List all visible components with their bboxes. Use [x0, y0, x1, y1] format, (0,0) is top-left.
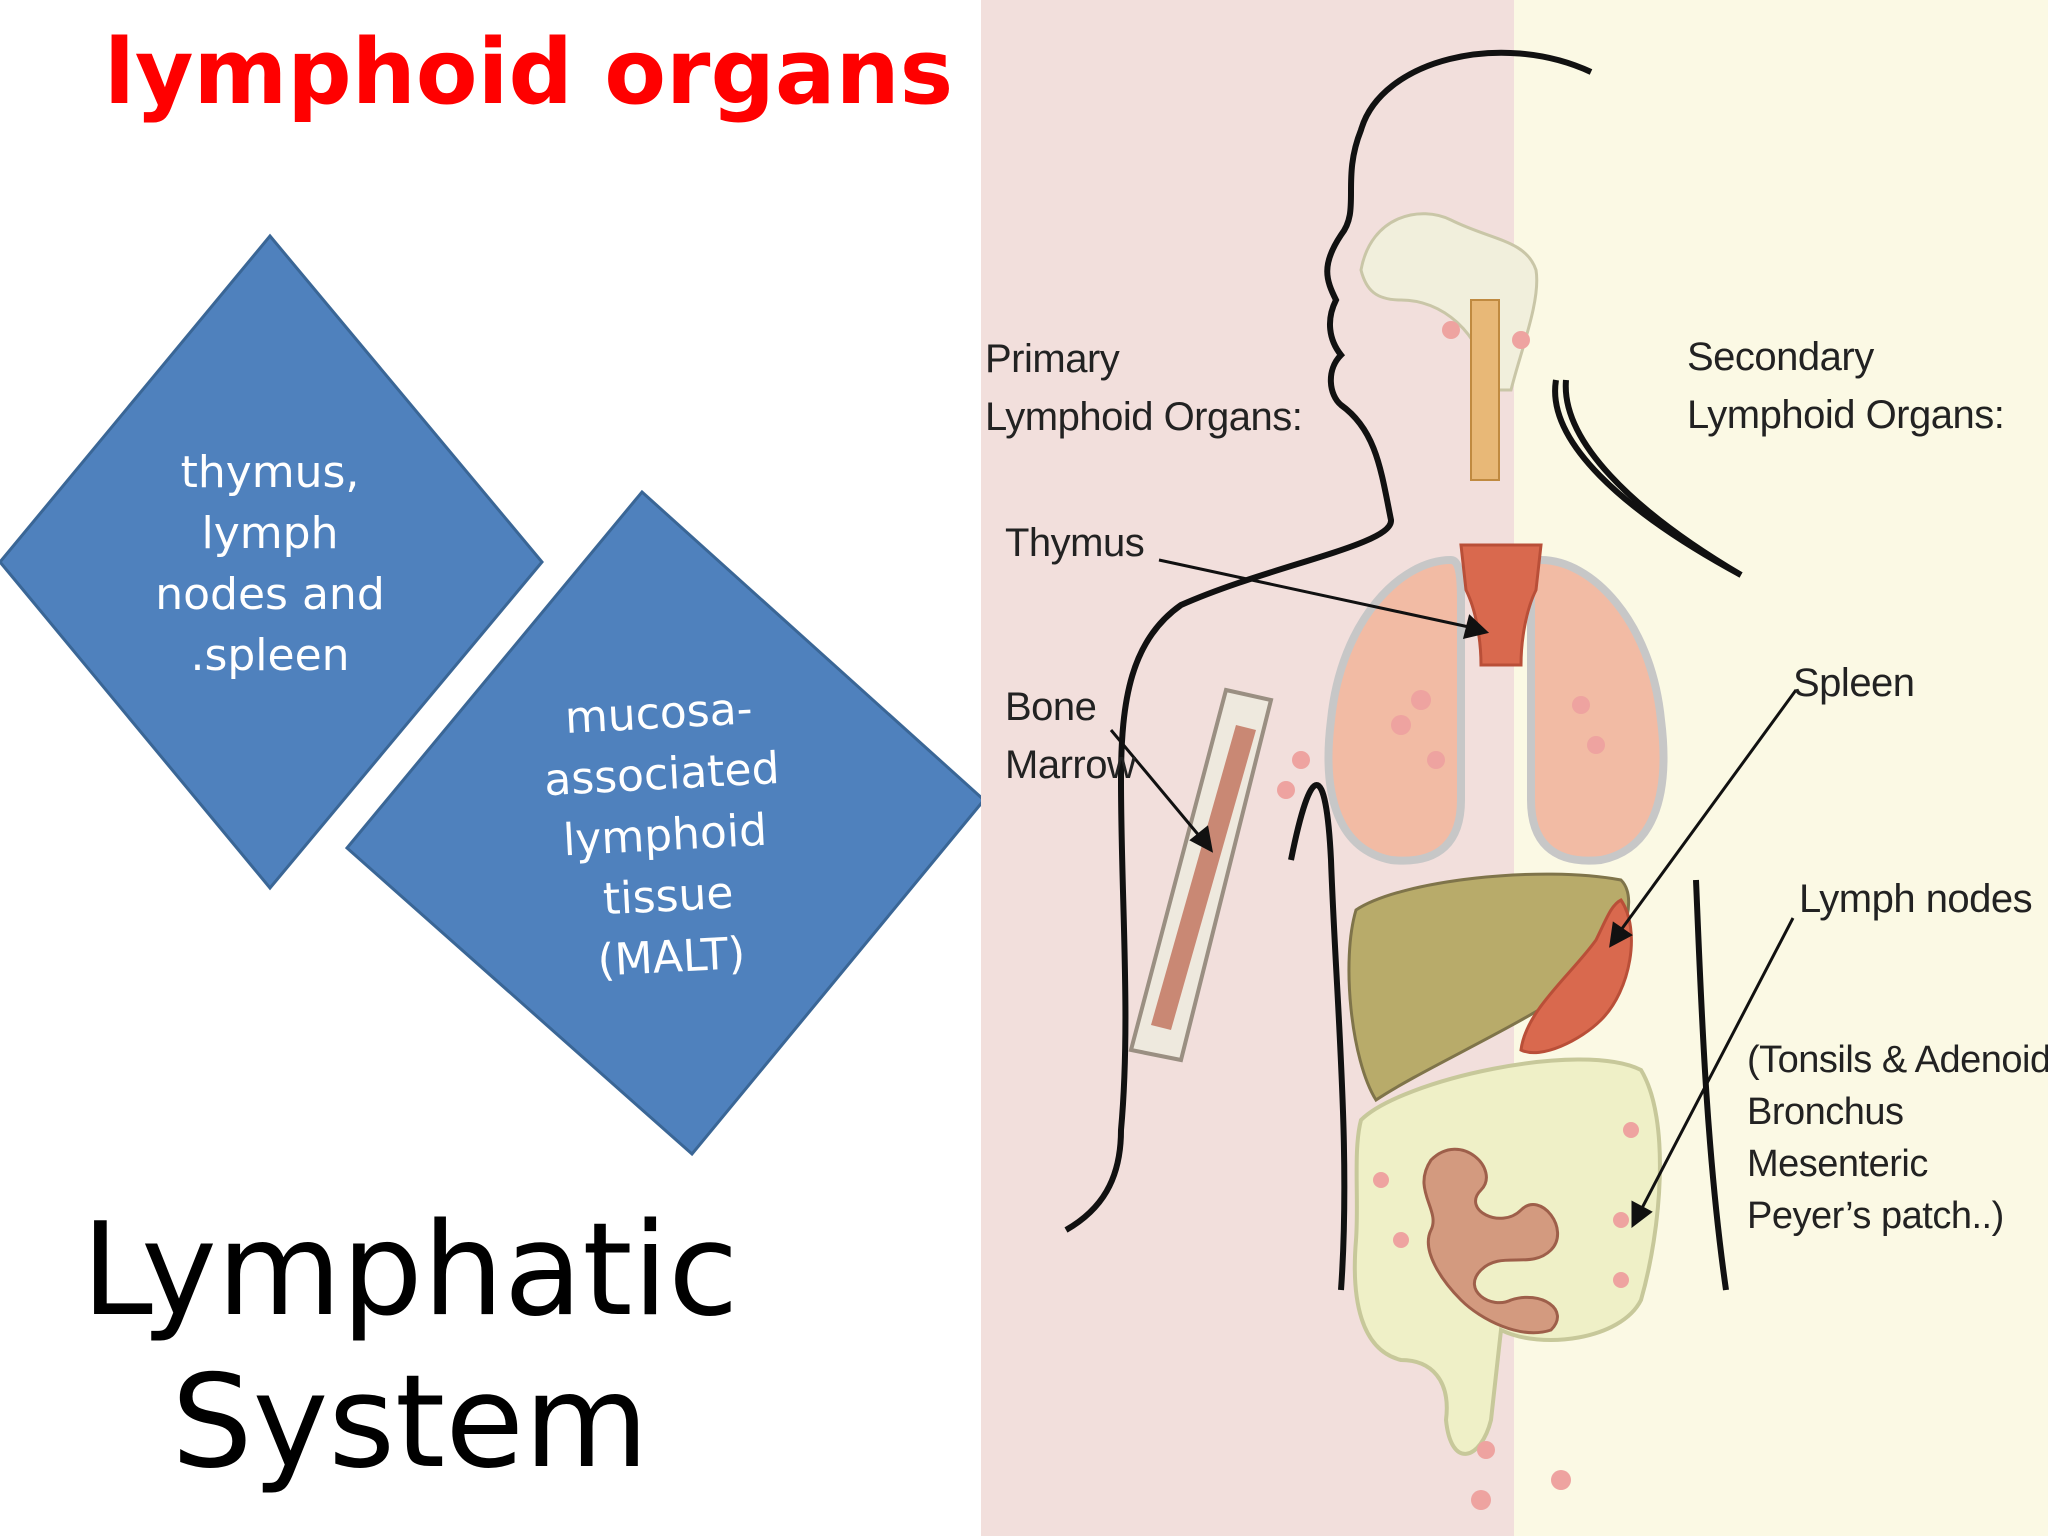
primary-label-line: Lymphoid Organs: — [985, 395, 1303, 439]
malt-list: (Tonsils & Adenoids Bronchus Mesenteric … — [1747, 1034, 2048, 1242]
body-outline — [1064, 49, 1593, 1233]
malt-list-item: (Tonsils & Adenoids — [1747, 1039, 2048, 1081]
right-shoulder-outline — [1552, 379, 1743, 578]
small-intestine — [1422, 1147, 1559, 1335]
malt-list-item: Mesenteric — [1747, 1143, 1928, 1185]
spleen-organ — [1519, 898, 1633, 1055]
diamond-1-line: .spleen — [190, 630, 350, 681]
diamond-shape-1 — [0, 233, 544, 891]
diamond-1-line: thymus, — [180, 447, 360, 498]
malt-list-item: Peyer’s patch..) — [1747, 1195, 2004, 1237]
diamond-shape-2 — [344, 489, 987, 1157]
torso-right-outline — [1693, 879, 1729, 1291]
body-illustration — [981, 0, 2048, 1536]
lymph-node-dots — [1277, 321, 1639, 1510]
secondary-label-line: Secondary — [1687, 335, 1874, 379]
bone-marrow-line: Bone — [1005, 685, 1097, 729]
trachea — [1470, 299, 1500, 481]
primary-label: Primary Lymphoid Organs: — [985, 330, 1303, 446]
primary-label-line: Primary — [985, 337, 1120, 381]
bone-marrow-label: Bone Marrow — [1005, 678, 1136, 794]
lymphatic-system-heading: Lymphatic System — [40, 1195, 780, 1499]
slide-title: lymphoid organs — [104, 20, 954, 125]
secondary-label: Secondary Lymphoid Organs: — [1687, 328, 2005, 444]
malt-list-item: Bronchus — [1747, 1091, 1904, 1133]
diamond-1-line: nodes and — [155, 569, 385, 620]
secondary-label-line: Lymphoid Organs: — [1687, 393, 2005, 437]
thymus-label: Thymus — [1005, 521, 1145, 565]
diamond-1-text: thymus, lymph nodes and .spleen — [140, 442, 400, 686]
left-lung — [1324, 555, 1465, 865]
arm-inner-outline — [1288, 782, 1348, 1291]
heading-line: System — [171, 1348, 649, 1497]
lymphoid-organs-figure: Primary Lymphoid Organs: Secondary Lymph… — [981, 0, 2048, 1536]
lymph-nodes-label: Lymph nodes — [1799, 877, 2033, 921]
heading-line: Lymphatic — [81, 1196, 739, 1345]
pointer-arrows — [1109, 558, 1798, 1229]
spleen-label: Spleen — [1793, 661, 1915, 705]
bone-marrow-core — [1151, 725, 1256, 1030]
diamond-2-text: mucosa- associated lymphoid tissue (MALT… — [512, 676, 818, 996]
diamond-1-line: lymph — [201, 508, 339, 559]
smartart-diamonds — [0, 233, 987, 1157]
thymus-organ — [1459, 543, 1543, 667]
bone-marrow-line: Marrow — [1005, 743, 1136, 787]
